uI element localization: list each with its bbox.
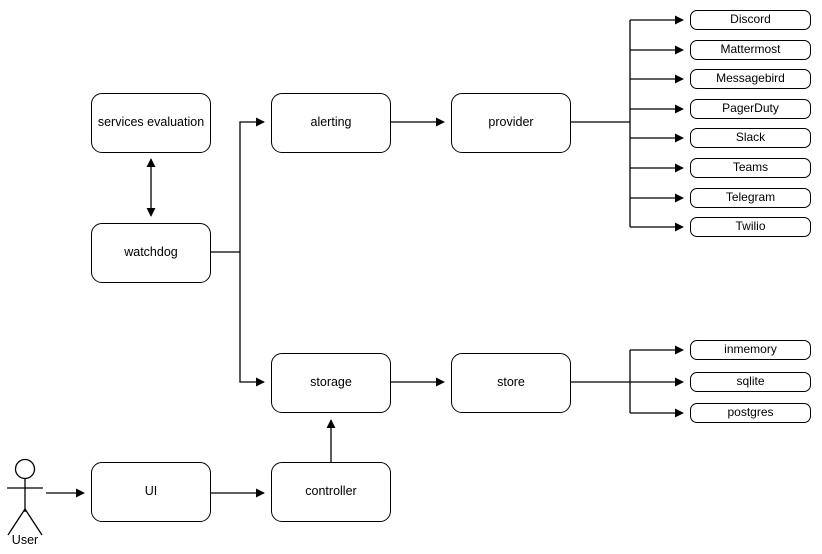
node-provider-twilio[interactable]: Twilio [690, 217, 811, 237]
node-label: Messagebird [716, 71, 785, 86]
node-label: inmemory [724, 342, 777, 357]
node-ui[interactable]: UI [91, 462, 211, 522]
node-provider-discord[interactable]: Discord [690, 10, 811, 30]
node-store-postgres[interactable]: postgres [690, 403, 811, 423]
node-label: watchdog [124, 245, 178, 260]
node-provider-teams[interactable]: Teams [690, 158, 811, 178]
node-label: UI [144, 484, 158, 499]
node-label: alerting [310, 115, 352, 130]
node-label: PagerDuty [722, 101, 779, 116]
actor-legs-icon [7, 508, 43, 536]
node-label: storage [310, 375, 352, 390]
node-label: postgres [727, 405, 774, 420]
node-store-inmemory[interactable]: inmemory [690, 340, 811, 360]
actor-head-icon [14, 458, 36, 480]
node-label: Twilio [735, 219, 766, 234]
node-provider-messagebird[interactable]: Messagebird [690, 69, 811, 89]
node-services-evaluation[interactable]: services evaluation [91, 93, 211, 153]
edge-watchdog-to-storage [239, 252, 265, 387]
node-provider[interactable]: provider [451, 93, 571, 153]
node-store[interactable]: store [451, 353, 571, 413]
node-watchdog[interactable]: watchdog [91, 223, 211, 283]
node-label: Telegram [725, 190, 776, 205]
node-label: Slack [735, 130, 766, 145]
node-label: Teams [732, 160, 769, 175]
node-provider-pagerduty[interactable]: PagerDuty [690, 99, 811, 119]
node-provider-mattermost[interactable]: Mattermost [690, 40, 811, 60]
node-label: store [497, 375, 525, 390]
node-provider-telegram[interactable]: Telegram [690, 188, 811, 208]
actor-label-user: User [11, 533, 39, 547]
node-storage[interactable]: storage [271, 353, 391, 413]
node-alerting[interactable]: alerting [271, 93, 391, 153]
edge-watchdog-to-alerting [239, 117, 265, 252]
node-store-sqlite[interactable]: sqlite [690, 372, 811, 392]
node-controller[interactable]: controller [271, 462, 391, 522]
node-label: services evaluation [97, 115, 205, 130]
node-label: provider [488, 115, 534, 130]
node-label: Discord [730, 12, 771, 27]
node-label: controller [305, 484, 357, 499]
node-label: Mattermost [720, 42, 781, 57]
node-provider-slack[interactable]: Slack [690, 128, 811, 148]
node-label: sqlite [736, 374, 765, 389]
